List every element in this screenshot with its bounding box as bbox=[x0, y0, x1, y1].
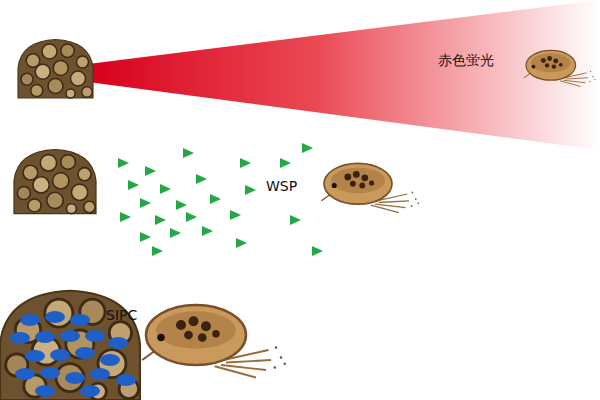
wsp-triangle bbox=[290, 215, 301, 225]
barnacle-cluster bbox=[14, 150, 96, 214]
wsp-triangle bbox=[128, 180, 139, 190]
wsp-triangle bbox=[170, 228, 181, 238]
wsp-triangle bbox=[196, 174, 207, 184]
wsp-triangle bbox=[302, 143, 313, 153]
wsp-triangle bbox=[240, 158, 251, 168]
wsp-triangle bbox=[183, 148, 194, 158]
sipc-ellipse bbox=[35, 385, 55, 397]
sipc-ellipse bbox=[90, 368, 110, 380]
wsp-triangle bbox=[230, 210, 241, 220]
wsp-triangle bbox=[152, 246, 163, 256]
wsp-triangle bbox=[176, 200, 187, 210]
sipc-ellipse bbox=[60, 330, 80, 342]
sipc-ellipse bbox=[25, 350, 45, 362]
wsp-triangle bbox=[236, 238, 247, 248]
wsp-triangle bbox=[312, 246, 323, 256]
wsp-triangle bbox=[160, 184, 171, 194]
sipc-ellipse bbox=[116, 374, 136, 386]
wsp-triangle bbox=[120, 212, 131, 222]
cue-label: SIPC bbox=[106, 307, 137, 324]
wsp-triangle bbox=[140, 232, 151, 242]
barnacle-cluster bbox=[18, 40, 93, 99]
fluorescence-beam bbox=[88, 0, 600, 150]
wsp-triangle bbox=[140, 198, 151, 208]
wsp-triangle bbox=[245, 185, 256, 195]
wsp-triangle bbox=[202, 226, 213, 236]
sipc-ellipse bbox=[108, 337, 128, 349]
wsp-triangle bbox=[145, 166, 156, 176]
sipc-ellipse bbox=[35, 331, 55, 343]
wsp-triangle bbox=[186, 212, 197, 222]
cypris-larva bbox=[321, 163, 419, 212]
cue-label: WSP bbox=[266, 178, 297, 195]
barnacle-cluster bbox=[0, 291, 140, 400]
sipc-ellipse bbox=[70, 314, 90, 326]
cypris-larva bbox=[142, 305, 286, 378]
sipc-ellipse bbox=[40, 367, 60, 379]
cypris-larva bbox=[524, 50, 595, 86]
wsp-triangle bbox=[118, 158, 129, 168]
sipc-ellipse bbox=[85, 330, 105, 342]
wsp-triangle bbox=[155, 215, 166, 225]
sipc-ellipse bbox=[80, 385, 100, 397]
wsp-triangle bbox=[280, 158, 291, 168]
sipc-ellipse bbox=[50, 349, 70, 361]
sipc-ellipse bbox=[75, 347, 95, 359]
sipc-ellipse bbox=[15, 368, 35, 380]
sipc-ellipse bbox=[100, 354, 120, 366]
sipc-ellipse bbox=[10, 332, 30, 344]
cue-label: 赤色蛍光 bbox=[438, 52, 494, 69]
sipc-ellipse bbox=[65, 372, 85, 384]
sipc-ellipse bbox=[20, 314, 40, 326]
wsp-triangle bbox=[210, 194, 221, 204]
sipc-ellipse bbox=[45, 311, 65, 323]
